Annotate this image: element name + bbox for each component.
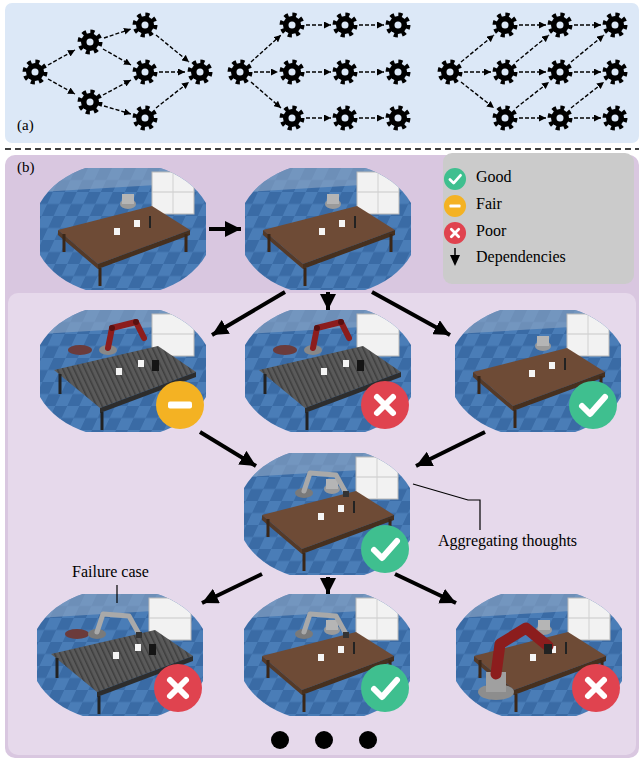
panel-band: (a) — [5, 3, 639, 143]
legend-text: Poor — [476, 222, 506, 240]
legend-icons — [444, 168, 466, 266]
leader-lines — [117, 484, 480, 603]
scene-images — [37, 168, 622, 716]
annotation-label: Aggregating thoughts — [438, 532, 577, 550]
legend-box — [443, 153, 634, 284]
legend-text: Fair — [476, 195, 502, 213]
panel-label: (a) — [17, 117, 34, 134]
panel-label: (b) — [17, 159, 35, 176]
inner-region — [8, 293, 636, 755]
gear-icons — [25, 15, 625, 128]
divider-line — [5, 148, 639, 150]
gear-graphs — [25, 15, 625, 128]
dependency-arrows — [48, 25, 604, 118]
annotation-label: Failure case — [72, 563, 149, 581]
status-badges — [154, 381, 620, 712]
legend-text: Dependencies — [476, 248, 566, 266]
ellipsis-dots — [271, 731, 377, 749]
legend-text: Good — [476, 168, 512, 186]
